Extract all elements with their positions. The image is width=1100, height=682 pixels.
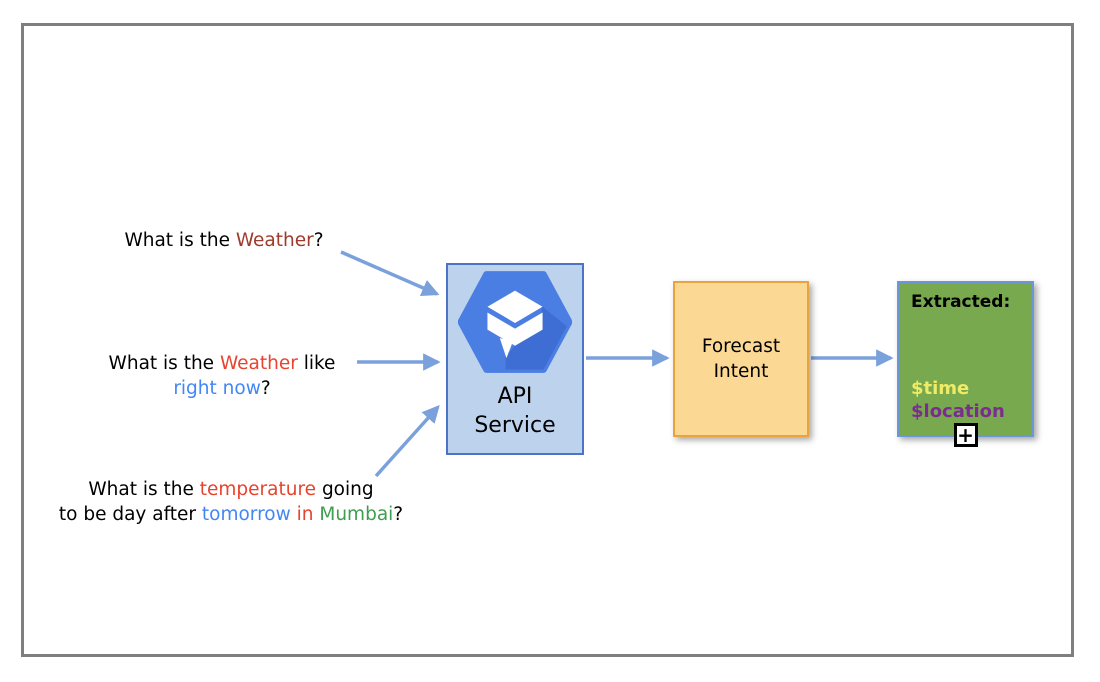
forecast-label-line1: Forecast <box>701 336 781 357</box>
question-segment: tomorrow <box>201 504 291 525</box>
question-segment: ? <box>260 378 271 399</box>
question-segment: to be day after <box>58 504 202 525</box>
diagram-frame <box>21 23 1074 657</box>
extracted-node[interactable]: Extracted: $time$location + <box>897 281 1034 447</box>
question-weather-right-now: What is the Weather like right now? <box>62 351 382 401</box>
question-segment: in <box>290 504 314 525</box>
api-label-line1: API <box>497 384 533 409</box>
question-segment: going <box>316 479 374 500</box>
extracted-variables: $time$location <box>911 377 1005 423</box>
api-service-label: API Service <box>474 382 555 440</box>
question-segment: ? <box>393 504 404 525</box>
extracted-variable: $time <box>911 378 970 399</box>
question-segment: like <box>297 353 336 374</box>
extracted-title: Extracted: <box>911 292 1011 312</box>
dialogflow-icon <box>458 271 572 373</box>
question-segment: What is the <box>108 353 220 374</box>
question-temperature-mumbai: What is the temperature going to be day a… <box>28 477 434 527</box>
api-service-node[interactable]: API Service <box>446 263 584 455</box>
forecast-label-line2: Intent <box>713 361 769 382</box>
forecast-intent-node[interactable]: Forecast Intent <box>673 281 809 437</box>
question-segment: Mumbai <box>313 504 394 525</box>
forecast-intent-label: Forecast Intent <box>702 334 780 384</box>
question-segment: What is the <box>124 230 236 251</box>
question-segment: temperature <box>199 479 317 500</box>
question-segment: right now <box>173 378 261 399</box>
question-segment: ? <box>313 230 324 251</box>
api-label-line2: Service <box>474 413 556 438</box>
question-segment: Weather <box>219 353 298 374</box>
question-segment: What is the <box>88 479 200 500</box>
extracted-variable: $location <box>911 401 1005 422</box>
question-weather: What is the Weather? <box>64 228 384 253</box>
question-segment: Weather <box>235 230 314 251</box>
expand-plus-button[interactable]: + <box>953 423 978 447</box>
